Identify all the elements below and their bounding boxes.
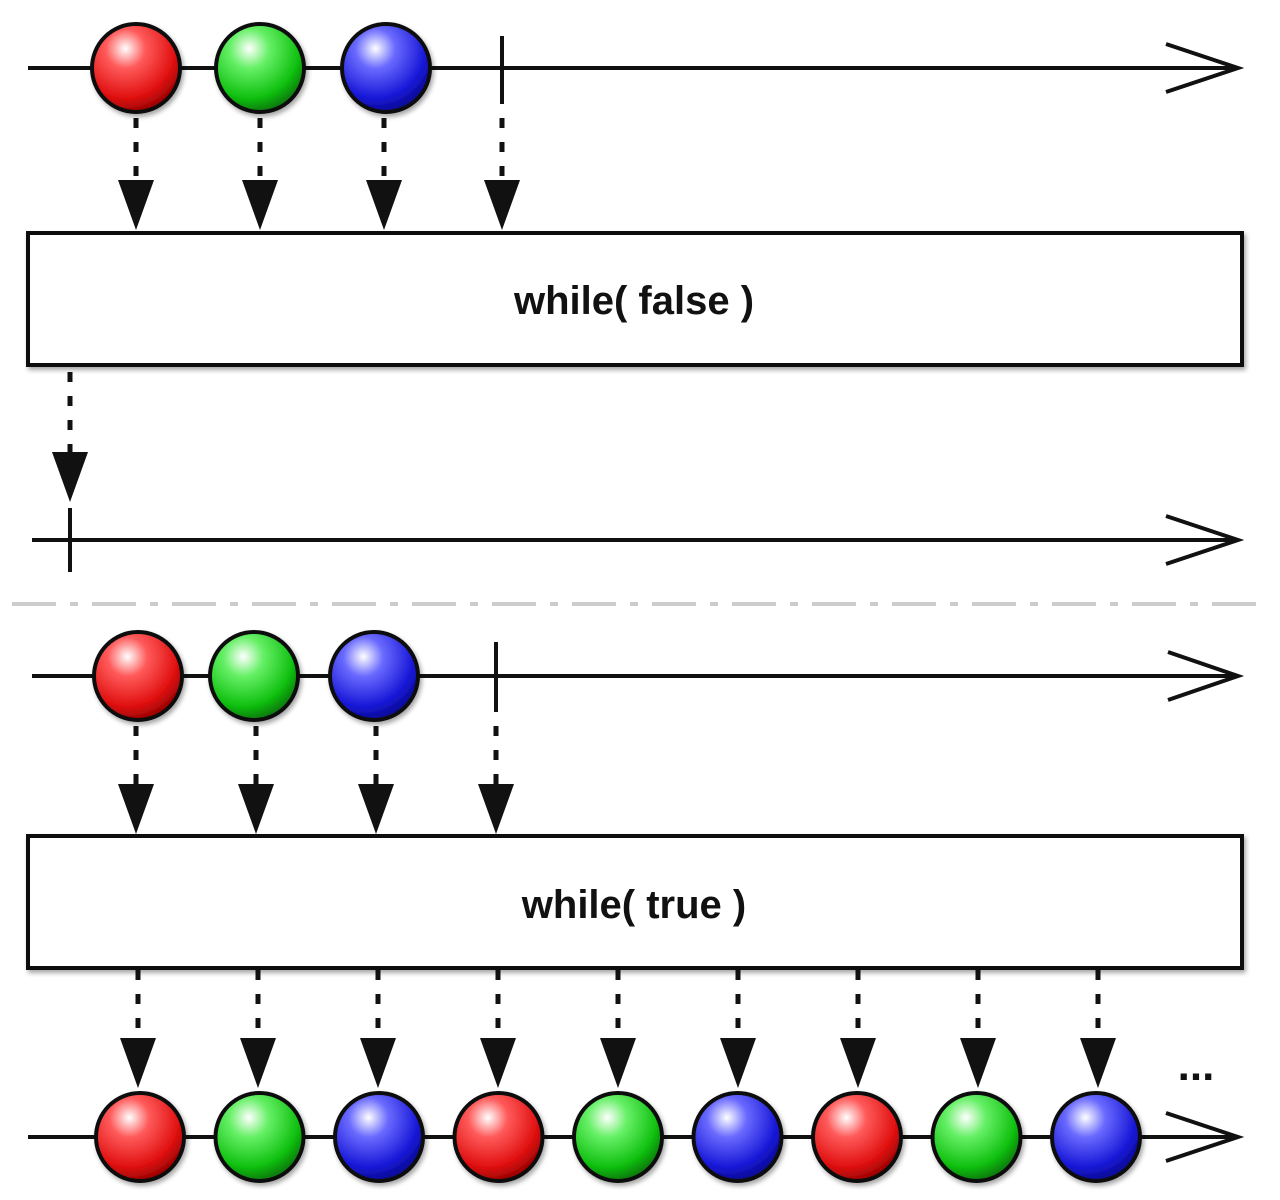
blue-marble <box>340 22 432 114</box>
blue-marble <box>691 1091 784 1183</box>
emission-arrow <box>840 970 876 1088</box>
emission-arrow <box>480 970 516 1088</box>
operator-box: while( false ) <box>26 231 1244 367</box>
operator-label: while( true ) <box>521 883 746 927</box>
emission-arrow <box>720 970 756 1088</box>
input-arrows <box>118 118 520 230</box>
emission-arrow <box>366 118 402 230</box>
emission-arrow <box>118 118 154 230</box>
timeline-arrowhead <box>1165 514 1245 566</box>
result-timeline: ... <box>28 1041 1245 1183</box>
emission-arrow <box>478 726 514 834</box>
blue-marble <box>328 630 420 722</box>
emission-arrow <box>1080 970 1116 1088</box>
output-arrows <box>52 372 88 502</box>
timeline-arrowhead <box>1165 1111 1245 1163</box>
red-marble <box>811 1091 903 1183</box>
red-marble <box>92 630 184 722</box>
blue-marble <box>1050 1091 1142 1183</box>
emission-arrow <box>600 970 636 1088</box>
emission-arrow <box>960 970 996 1088</box>
red-marble <box>90 22 182 114</box>
input-arrows <box>118 726 514 834</box>
emission-arrow <box>484 118 520 230</box>
source-timeline <box>32 630 1245 722</box>
operator-box: while( true ) <box>26 834 1244 970</box>
source-timeline <box>28 22 1245 114</box>
result-timeline <box>32 508 1245 572</box>
green-marble <box>213 1091 306 1183</box>
output-arrows <box>120 970 1116 1088</box>
continuation-ellipsis: ... <box>1178 1041 1215 1090</box>
emission-arrow <box>358 726 394 834</box>
blue-marble <box>333 1091 425 1183</box>
emission-arrow <box>118 726 154 834</box>
emission-arrow <box>240 970 276 1088</box>
emission-arrow <box>360 970 396 1088</box>
emission-arrow <box>52 372 88 502</box>
green-marble <box>208 630 300 722</box>
panel-while-false: while( false ) <box>26 22 1245 572</box>
operator-label: while( false ) <box>513 279 754 323</box>
green-marble <box>214 22 306 114</box>
emission-arrow <box>120 970 156 1088</box>
timeline-arrowhead <box>1167 650 1245 702</box>
panel-while-true: while( true ) ... <box>26 630 1245 1183</box>
emission-arrow <box>238 726 274 834</box>
green-marble <box>930 1091 1023 1183</box>
timeline-arrowhead <box>1165 42 1245 94</box>
emission-arrow <box>242 118 278 230</box>
red-marble <box>94 1091 186 1183</box>
green-marble <box>572 1091 664 1183</box>
red-marble <box>452 1091 545 1183</box>
